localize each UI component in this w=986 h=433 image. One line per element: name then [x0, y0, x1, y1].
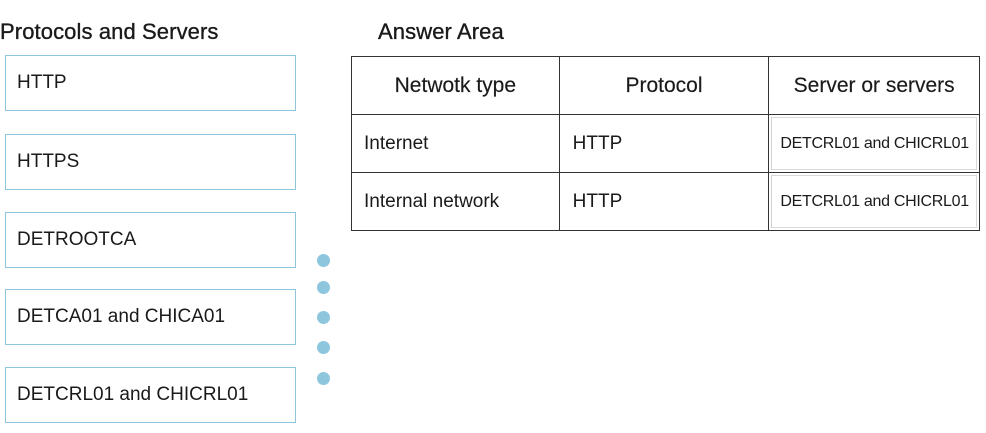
source-item-http[interactable]: HTTP: [5, 55, 296, 111]
source-item-detcrl01-chicrl01[interactable]: DETCRL01 and CHICRL01: [5, 367, 296, 423]
dot-icon: [317, 281, 330, 294]
drag-handle-dots[interactable]: [317, 254, 331, 389]
answer-table: Netwotk type Protocol Server or servers …: [351, 56, 980, 231]
source-item-label: DETROOTCA: [17, 229, 137, 250]
network-type-cell: Internal network: [351, 172, 560, 231]
protocol-drop-slot[interactable]: HTTP: [558, 172, 770, 231]
protocol-answer[interactable]: HTTP: [572, 190, 623, 212]
protocol-answer[interactable]: HTTP: [572, 132, 623, 154]
source-item-label: DETCA01 and CHICA01: [17, 306, 226, 327]
source-item-label: HTTP: [17, 72, 67, 93]
source-item-label: DETCRL01 and CHICRL01: [17, 384, 249, 405]
table-header-row: Netwotk type Protocol Server or servers: [351, 56, 980, 115]
source-item-https[interactable]: HTTPS: [5, 134, 296, 190]
servers-drop-slot[interactable]: DETCRL01 and CHICRL01: [768, 172, 980, 231]
servers-answer[interactable]: DETCRL01 and CHICRL01: [771, 175, 977, 228]
source-item-detca01-chica01[interactable]: DETCA01 and CHICA01: [5, 289, 296, 345]
source-item-detrootca[interactable]: DETROOTCA: [5, 212, 296, 268]
dot-icon: [317, 372, 330, 385]
column-header-protocol: Protocol: [558, 56, 770, 115]
column-header-servers: Server or servers: [768, 56, 980, 115]
dot-icon: [317, 311, 330, 324]
table-row: Internet HTTP DETCRL01 and CHICRL01: [351, 114, 980, 173]
dot-icon: [317, 341, 330, 354]
servers-answer[interactable]: DETCRL01 and CHICRL01: [771, 117, 977, 170]
column-header-network-type: Netwotk type: [351, 56, 560, 115]
table-row: Internal network HTTP DETCRL01 and CHICR…: [351, 172, 980, 231]
answer-area-heading: Answer Area: [378, 19, 504, 44]
servers-drop-slot[interactable]: DETCRL01 and CHICRL01: [768, 114, 980, 173]
dot-icon: [317, 254, 330, 267]
source-item-label: HTTPS: [17, 151, 80, 172]
protocol-drop-slot[interactable]: HTTP: [558, 114, 770, 173]
network-type-cell: Internet: [351, 114, 560, 173]
protocols-and-servers-heading: Protocols and Servers: [0, 19, 219, 44]
